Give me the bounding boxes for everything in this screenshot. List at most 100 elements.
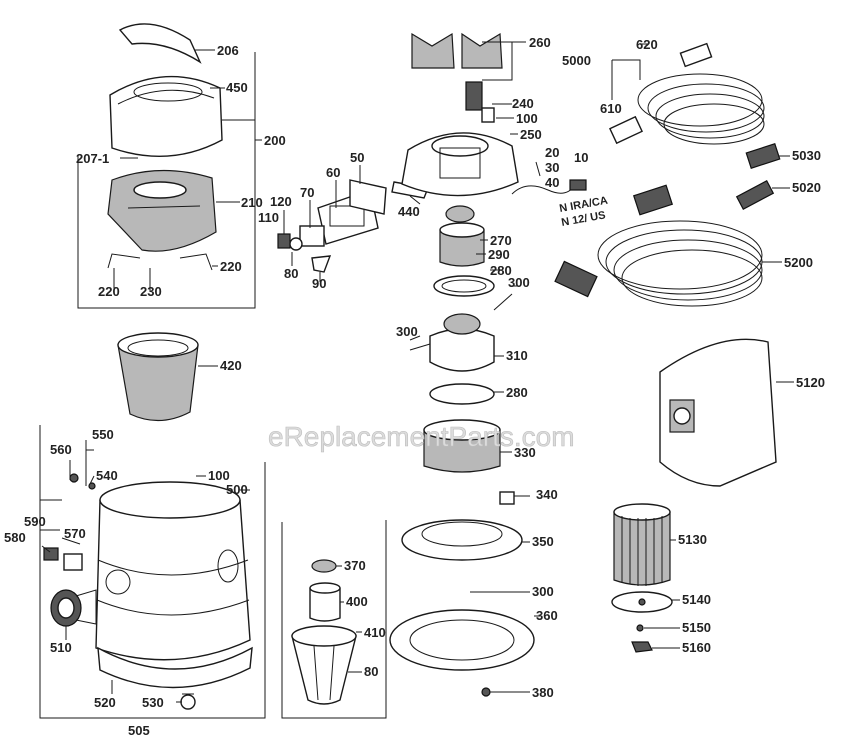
tank-body-500 <box>95 481 251 661</box>
callout-206: 206 <box>217 43 239 58</box>
callout-520: 520 <box>94 695 116 710</box>
callout-560: 560 <box>50 442 72 457</box>
watermark-text: eReplacementParts.com <box>268 421 575 452</box>
callout-620: 620 <box>636 37 658 52</box>
screw-380 <box>481 687 491 697</box>
callout-370: 370 <box>344 558 366 573</box>
gasket-280-upper <box>433 275 495 297</box>
motor-310 <box>409 293 513 372</box>
callout-40: 40 <box>545 175 559 190</box>
switch-plate-50 <box>349 179 387 215</box>
callout-5020: 5020 <box>792 180 821 195</box>
callout-280-lower: 280 <box>506 385 528 400</box>
callout-410: 410 <box>364 625 386 640</box>
callout-400: 400 <box>346 594 368 609</box>
callout-590: 590 <box>24 514 46 529</box>
bracket-lid-group <box>77 52 256 309</box>
callout-250: 250 <box>520 127 542 142</box>
callout-510: 510 <box>50 640 72 655</box>
callout-505: 505 <box>128 723 150 738</box>
callout-500: 500 <box>226 482 248 497</box>
lid-handle-206 <box>118 23 202 64</box>
callout-80-upper: 80 <box>284 266 298 281</box>
callout-5200: 5200 <box>784 255 813 270</box>
callout-90: 90 <box>312 276 326 291</box>
callout-labels: 206 450 200 207-1 210 220 220 230 420 50… <box>4 35 825 738</box>
nozzle-5020 <box>735 180 775 210</box>
switch-parts-570-580 <box>43 547 83 571</box>
caster-530 <box>180 693 196 710</box>
switch-70 <box>299 225 325 247</box>
tank-base-505 <box>97 646 253 689</box>
callout-5130: 5130 <box>678 532 707 547</box>
washer-5150 <box>636 624 644 632</box>
callout-300-upper: 300 <box>508 275 530 290</box>
callout-5150: 5150 <box>682 620 711 635</box>
callout-280-upper: 280 <box>490 263 512 278</box>
foam-sleeve-290 <box>439 222 485 267</box>
callout-5120: 5120 <box>796 375 825 390</box>
callout-220-left: 220 <box>98 284 120 299</box>
foam-blocks-260 <box>411 32 503 111</box>
lid-inner-210 <box>107 169 217 252</box>
callout-220-right: 220 <box>220 259 242 274</box>
float-cage-350 <box>401 519 523 561</box>
cartridge-filter-5130 <box>613 503 671 586</box>
filter-bag-5120 <box>659 338 777 487</box>
motor-head-250 <box>401 132 519 197</box>
hose-5000 <box>609 42 765 145</box>
nozzle-5030 <box>745 143 781 169</box>
disc-370 <box>311 559 337 573</box>
callout-100-head: 100 <box>516 111 538 126</box>
callout-50: 50 <box>350 150 364 165</box>
power-cord-10-40 <box>511 161 587 195</box>
callout-610: 610 <box>600 101 622 116</box>
callout-70: 70 <box>300 185 314 200</box>
callout-550: 550 <box>92 427 114 442</box>
callout-200: 200 <box>264 133 286 148</box>
callout-110: 110 <box>258 210 279 225</box>
callout-300-lower: 300 <box>532 584 554 599</box>
callout-420: 420 <box>220 358 242 373</box>
callout-80-lower: 80 <box>364 664 378 679</box>
callout-440: 440 <box>398 204 420 219</box>
callout-5160: 5160 <box>682 640 711 655</box>
callout-450: 450 <box>226 80 248 95</box>
callout-350: 350 <box>532 534 554 549</box>
callout-310: 310 <box>506 348 528 363</box>
filter-plate-5140 <box>611 591 673 613</box>
band-330 <box>423 419 501 473</box>
latch-clips-220 <box>107 253 213 271</box>
lid-cover-200 <box>109 75 223 157</box>
hose-5200 <box>554 184 763 307</box>
callout-380: 380 <box>532 685 554 700</box>
callout-540: 540 <box>96 468 118 483</box>
label-340 <box>499 491 515 505</box>
callout-100-tank: 100 <box>208 468 230 483</box>
foam-cylinder-400 <box>309 582 341 622</box>
callout-340: 340 <box>536 487 558 502</box>
callout-240: 240 <box>512 96 534 111</box>
callout-210: 210 <box>241 195 263 210</box>
callout-5140: 5140 <box>682 592 711 607</box>
callout-30: 30 <box>545 160 559 175</box>
callout-300-motor: 300 <box>396 324 418 339</box>
filter-cage-410 <box>291 625 357 705</box>
callout-5000: 5000 <box>562 53 591 68</box>
bracket-cartridge-group <box>281 520 387 719</box>
gasket-280-lower <box>429 383 495 405</box>
callout-270: 270 <box>490 233 512 248</box>
callout-230: 230 <box>140 284 162 299</box>
bracket-tank-group <box>39 425 266 719</box>
callout-207-1: 207-1 <box>76 151 109 166</box>
leader-lines <box>41 41 794 703</box>
callout-290: 290 <box>488 247 510 262</box>
filter-basket-420 <box>117 332 199 422</box>
ring-360 <box>389 609 535 671</box>
callout-10: 10 <box>574 150 588 165</box>
nut-5160 <box>631 641 653 653</box>
clip-240 <box>481 107 495 123</box>
callout-360: 360 <box>536 608 558 623</box>
callout-20: 20 <box>545 145 559 160</box>
callout-5030: 5030 <box>792 148 821 163</box>
